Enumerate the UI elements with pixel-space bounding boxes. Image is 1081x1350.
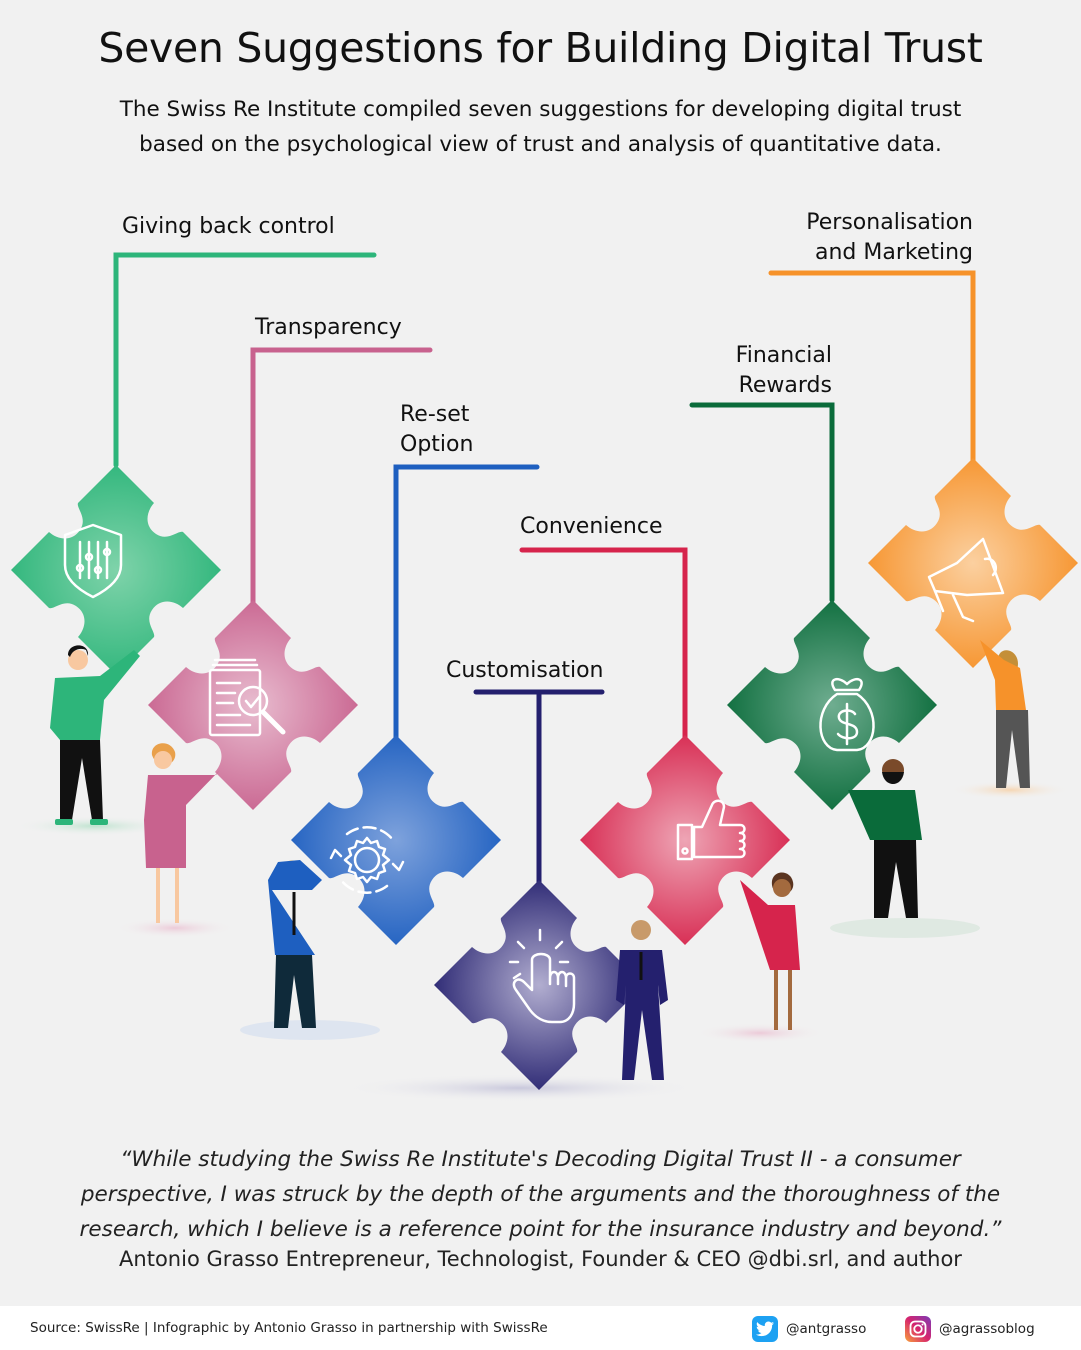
subtitle-line-2: based on the psychological view of trust… — [139, 132, 942, 157]
person-red-dress — [740, 872, 800, 1030]
puzzle-piece-financial-rewards — [727, 600, 937, 810]
document-magnifier-icon — [208, 658, 286, 737]
label-customisation: Customisation — [446, 658, 604, 683]
puzzle-piece-personalisation — [868, 458, 1078, 668]
thumbs-up-icon — [676, 799, 746, 861]
label-giving-back-control: Giving back control — [122, 214, 335, 239]
page-subtitle: The Swiss Re Institute compiled seven su… — [30, 92, 1051, 162]
source-credit: Source: SwissRe | Infographic by Antonio… — [30, 1320, 548, 1336]
puzzle-piece-reset-option — [291, 735, 501, 945]
connector-convenience — [519, 547, 688, 743]
money-bag-icon — [819, 677, 875, 752]
instagram-handle: @agrassoblog — [939, 1321, 1035, 1337]
puzzle-diagram: Giving back control Transparency Re-set … — [11, 210, 1078, 1102]
instagram-link[interactable]: @agrassoblog — [905, 1316, 1035, 1342]
label-reset-option: Re-set Option — [400, 402, 474, 457]
connector-transparency — [250, 347, 433, 608]
connector-financial-rewards — [689, 402, 835, 603]
twitter-link[interactable]: @antgrasso — [752, 1316, 866, 1342]
puzzle-piece-giving-back-control — [11, 465, 221, 675]
connector-giving-back-control — [113, 252, 377, 468]
person-navy-suit — [616, 920, 668, 1080]
connector-reset-option — [393, 464, 540, 743]
tap-finger-icon — [508, 928, 576, 1024]
person-green-suit — [848, 759, 922, 918]
ground-shadow — [115, 918, 235, 938]
twitter-icon — [752, 1316, 778, 1342]
ground-shadow — [950, 781, 1070, 799]
quote-attribution: Antonio Grasso Entrepreneur, Technologis… — [119, 1247, 962, 1271]
label-financial-rewards: Financial Rewards — [735, 343, 832, 398]
person-green-shirt — [50, 645, 140, 825]
connector-personalisation — [768, 270, 976, 466]
page-title: Seven Suggestions for Building Digital T… — [98, 24, 983, 72]
ground-shadow — [340, 1074, 700, 1102]
label-personalisation-marketing: Personalisation and Marketing — [806, 210, 973, 265]
gear-refresh-icon — [329, 826, 405, 894]
subtitle-line-1: The Swiss Re Institute compiled seven su… — [119, 97, 962, 122]
person-orange-top — [980, 640, 1030, 788]
testimonial-quote: “While studying the Swiss Re Institute's… — [79, 1147, 1002, 1242]
person-pink-dress — [144, 743, 220, 923]
label-convenience: Convenience — [520, 514, 663, 539]
ground-shadow — [830, 918, 980, 938]
megaphone-icon — [927, 537, 1005, 623]
label-transparency: Transparency — [255, 315, 402, 340]
puzzle-piece-customisation — [434, 880, 644, 1090]
footer: Source: SwissRe | Infographic by Antonio… — [0, 1306, 1081, 1350]
twitter-handle: @antgrasso — [786, 1321, 867, 1337]
ground-shadow — [695, 1023, 825, 1043]
shield-sliders-icon — [63, 523, 123, 599]
person-blue-suit — [268, 860, 322, 1028]
instagram-icon — [905, 1316, 931, 1342]
